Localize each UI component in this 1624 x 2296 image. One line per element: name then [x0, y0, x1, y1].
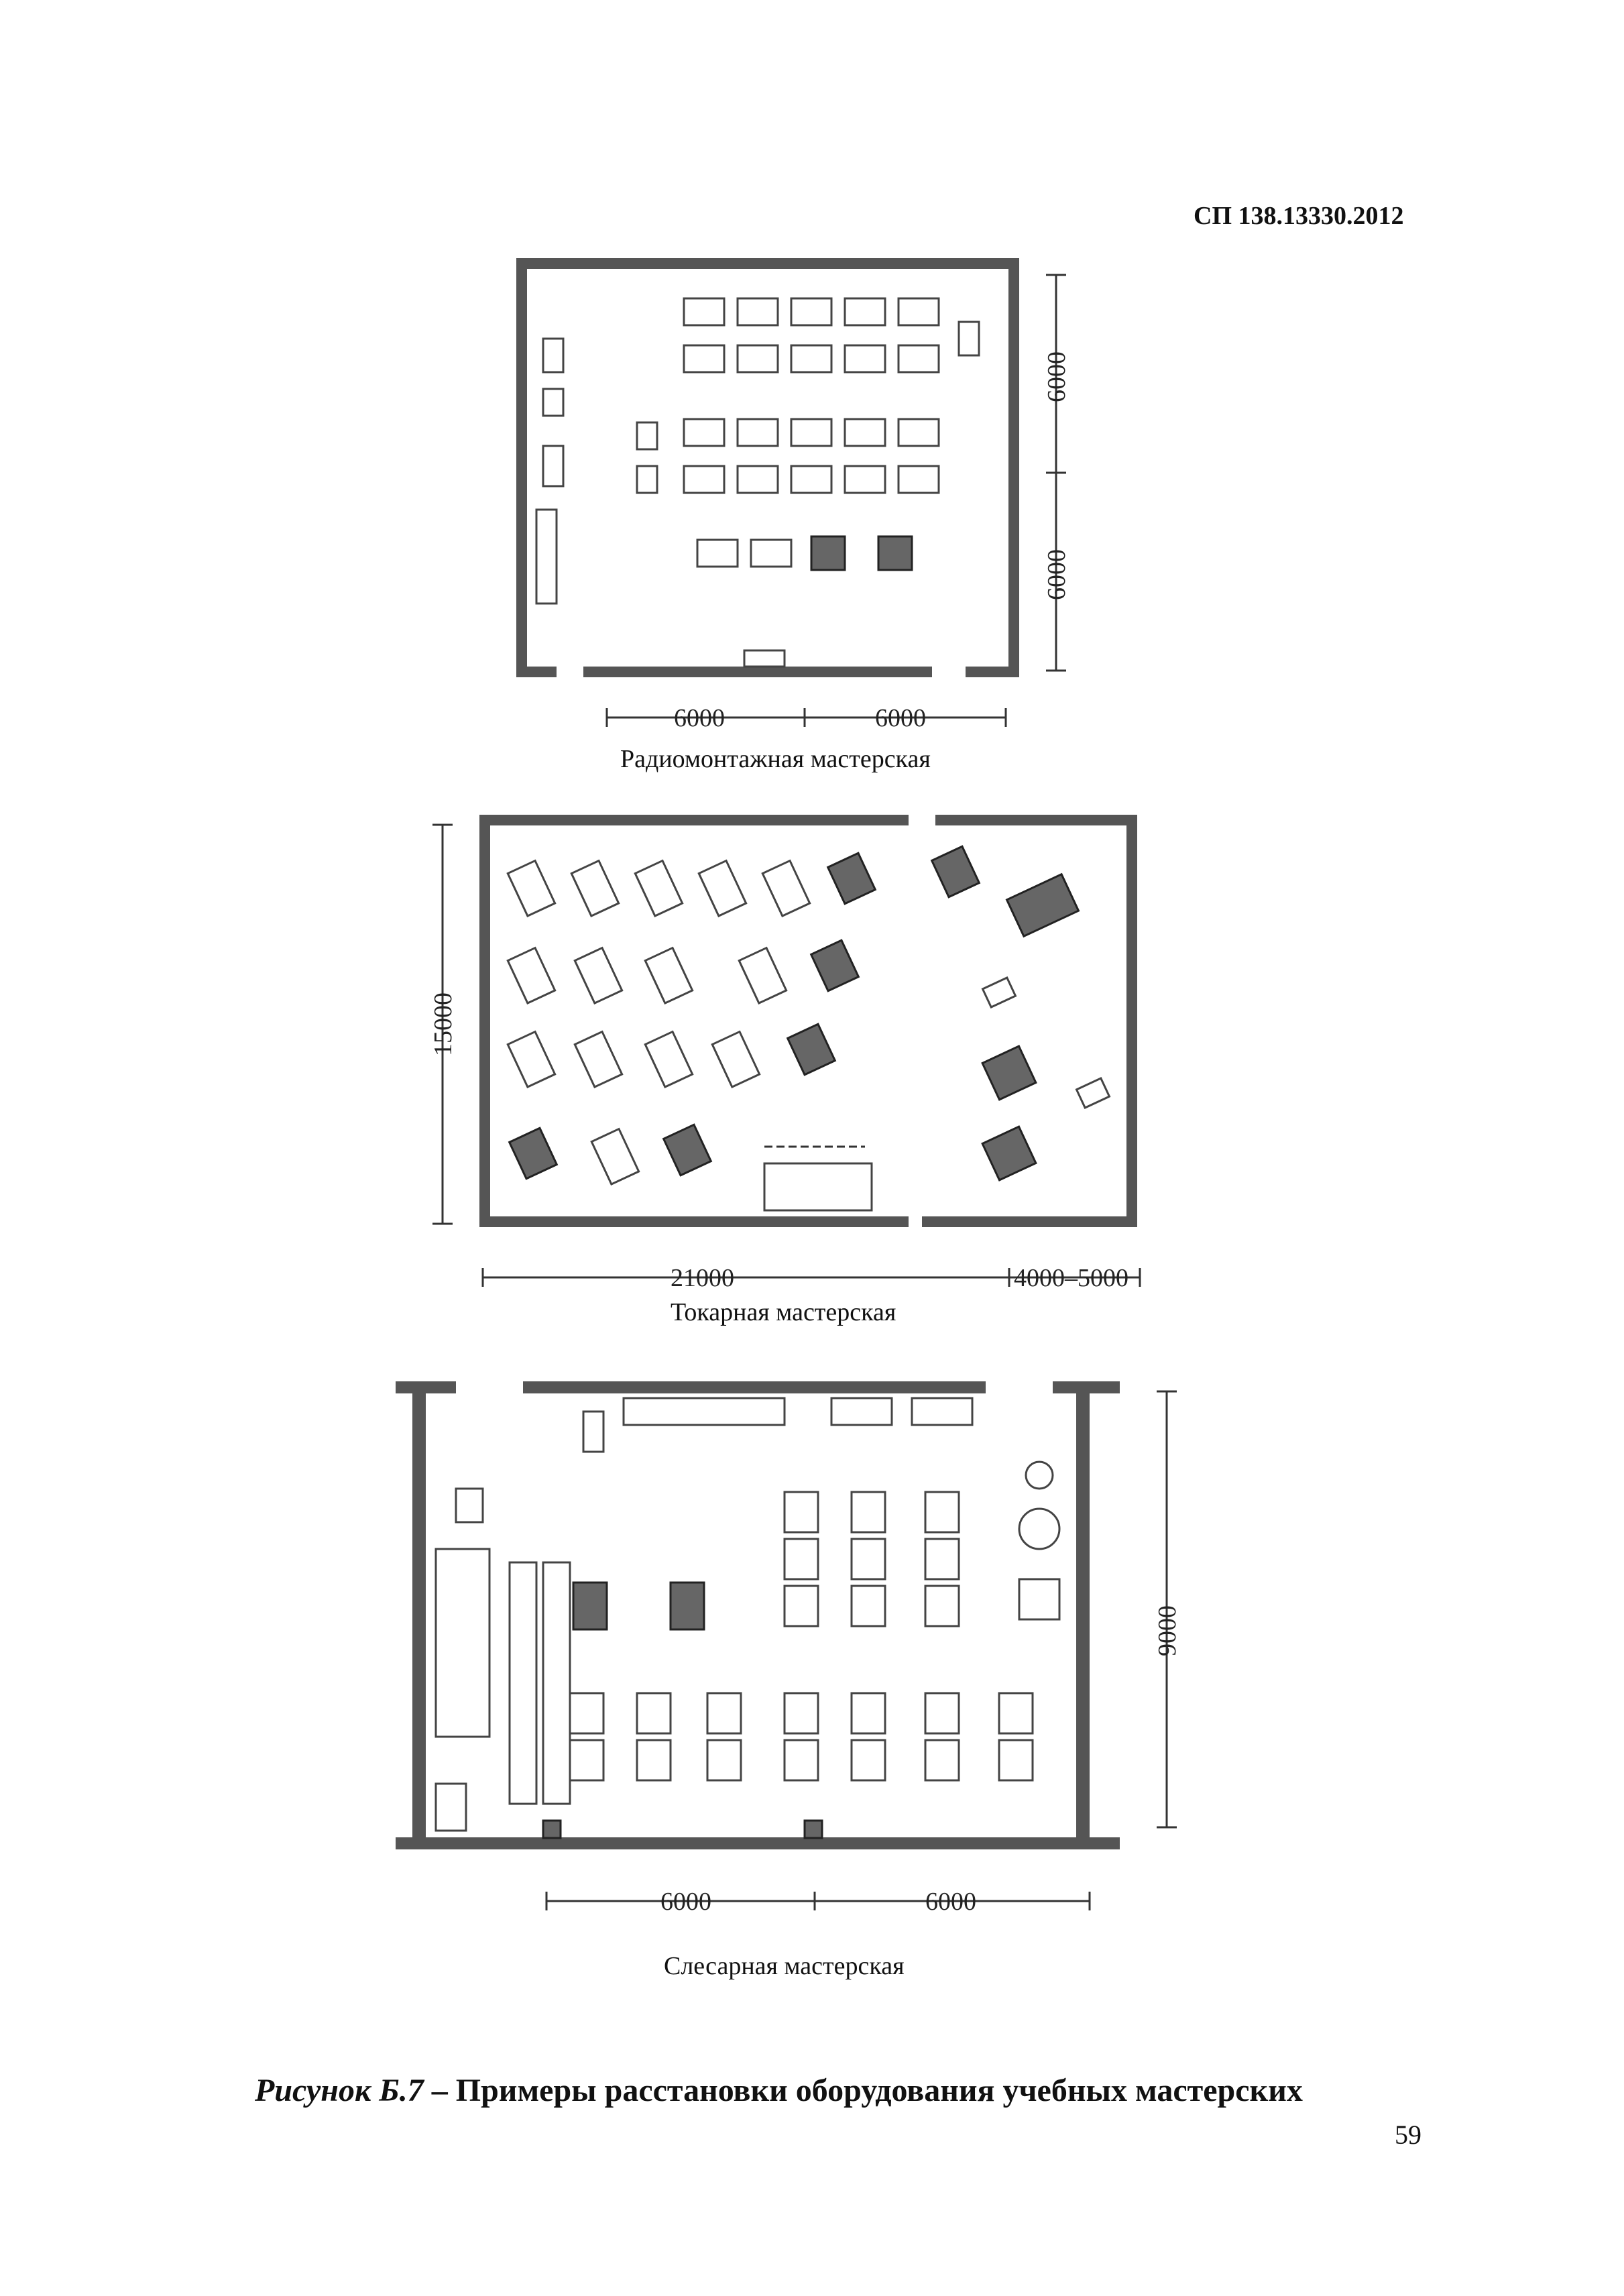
- locksmith-dim-right: 9000: [1153, 1605, 1181, 1656]
- plan-radio-workshop: 6000 6000 6000 6000: [516, 258, 1071, 732]
- turning-dim-left: 15000: [429, 992, 457, 1056]
- page-number: 59: [1395, 2120, 1422, 2150]
- turning-dim-bottom-main: 21000: [671, 1264, 734, 1292]
- radio-dim-right-bottom: 6000: [1043, 549, 1071, 600]
- figure-title: Рисунок Б.7 – Примеры расстановки оборуд…: [255, 2072, 1303, 2109]
- figure-title-text: Примеры расстановки оборудования учебных…: [455, 2073, 1303, 2108]
- caption-radio-workshop: Радиомонтажная мастерская: [620, 745, 931, 773]
- figure-dash: –: [423, 2073, 456, 2108]
- locksmith-benches: [434, 1397, 1061, 1832]
- caption-turning-workshop: Токарная мастерская: [671, 1298, 896, 1326]
- document-code: СП 138.13330.2012: [1194, 202, 1404, 230]
- turning-dim-bottom-extra: 4000–5000: [1014, 1264, 1128, 1292]
- turning-machines: [506, 845, 1111, 1212]
- plan-turning-workshop: 15000 21000 4000–5000: [429, 815, 1141, 1292]
- radio-dim-right-top: 6000: [1043, 351, 1071, 402]
- radio-dim-bottom-left: 6000: [674, 704, 725, 732]
- radio-dimensions: 6000 6000 6000 6000: [605, 274, 1071, 732]
- plan-locksmith-workshop: 9000 6000 6000: [396, 1381, 1181, 1916]
- caption-locksmith-workshop: Слесарная мастерская: [664, 1952, 905, 1980]
- turning-dimensions: 15000 21000 4000–5000: [429, 823, 1141, 1292]
- radio-desks: [535, 297, 980, 605]
- figure-label: Рисунок Б.7: [255, 2073, 424, 2108]
- locksmith-dim-bottom-left: 6000: [660, 1888, 711, 1916]
- locksmith-dim-bottom-right: 6000: [925, 1888, 976, 1916]
- radio-dim-bottom-right: 6000: [875, 704, 926, 732]
- locksmith-dimensions: 9000 6000 6000: [545, 1390, 1181, 1916]
